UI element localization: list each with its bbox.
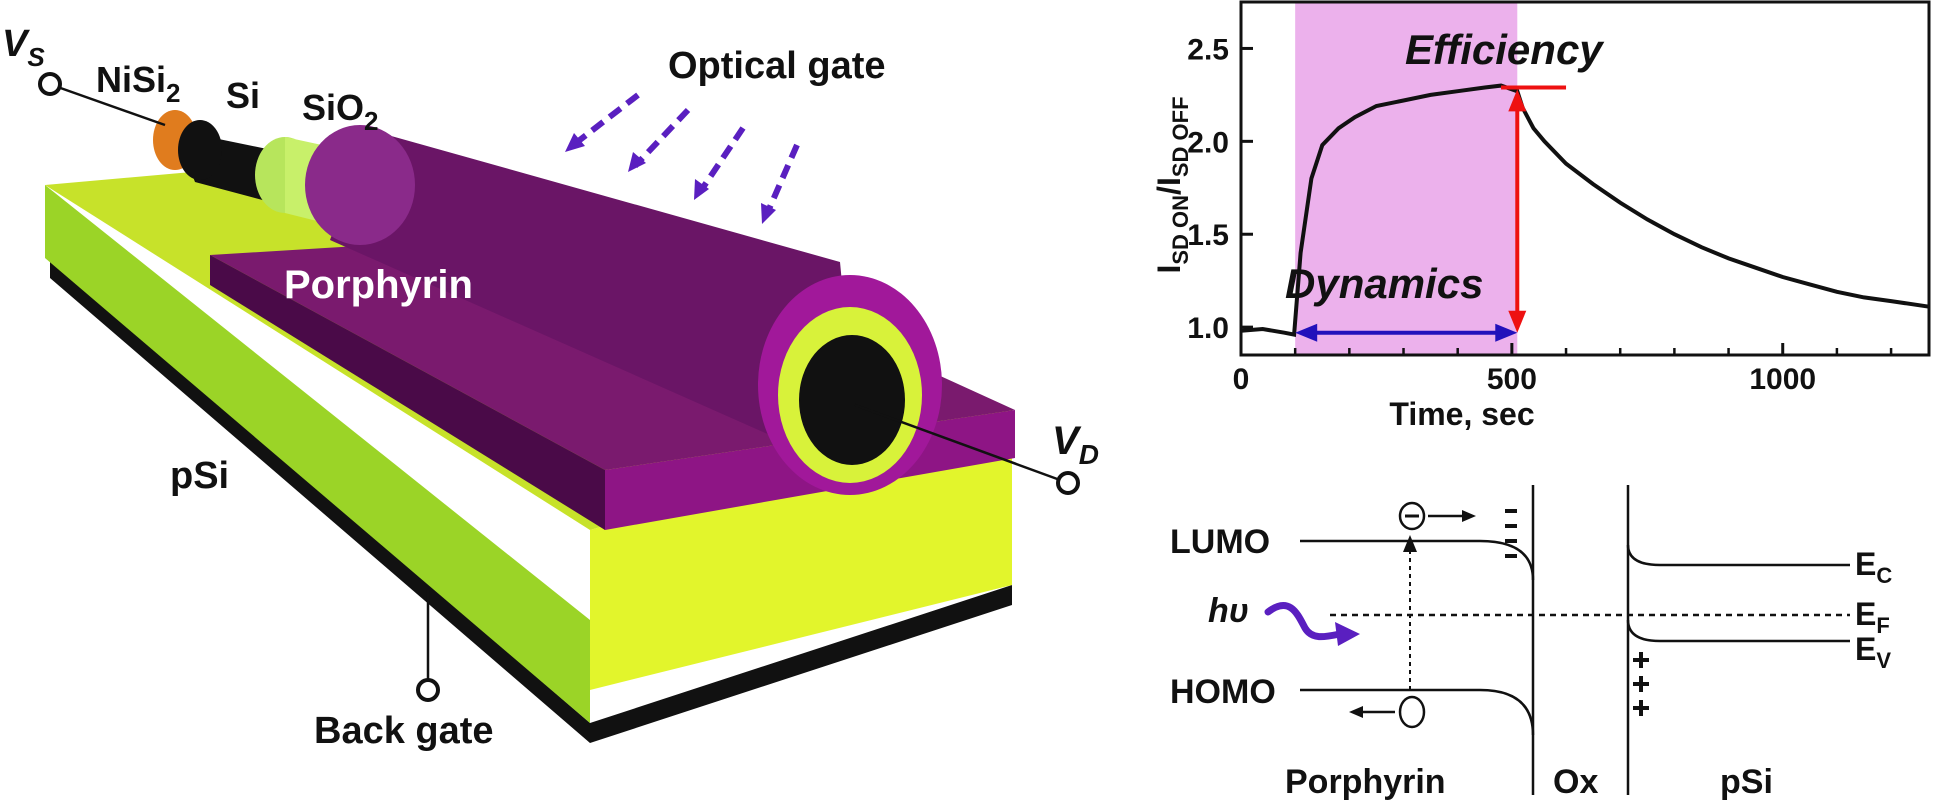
band-ox-label: Ox xyxy=(1553,763,1598,801)
dynamics-arrowhead-right xyxy=(1495,323,1518,342)
band-porphyrin-label: Porphyrin xyxy=(1285,763,1446,801)
y-tick-label: 2.5 xyxy=(1187,33,1229,66)
y-tick-label: 1.0 xyxy=(1187,312,1229,345)
band-psi-label: pSi xyxy=(1720,763,1773,801)
hole-arrowhead xyxy=(1349,706,1363,718)
vs-label: VS xyxy=(2,23,45,72)
si-label: Si xyxy=(226,75,260,116)
vd-wire xyxy=(854,403,1061,482)
x-tick-label: 1000 xyxy=(1749,363,1816,396)
hole-symbol xyxy=(1398,695,1426,729)
y-tick-label: 1.5 xyxy=(1187,219,1229,252)
optical-gate-arrows xyxy=(570,92,800,218)
photon-arrowhead xyxy=(1335,622,1360,646)
illumination-window xyxy=(1295,2,1518,355)
positive-charges xyxy=(1633,652,1649,716)
porphyrin-slab-left xyxy=(210,255,605,530)
x-tick-label: 500 xyxy=(1487,363,1537,396)
optical-gate-arrowheads xyxy=(565,133,776,224)
homo-label: HOMO xyxy=(1170,673,1276,711)
dynamics-arrowhead-left xyxy=(1295,323,1318,342)
lumo-band xyxy=(1300,539,1535,581)
negative-charges xyxy=(1505,509,1517,558)
light-arrowhead-4 xyxy=(761,203,776,224)
substrate-front xyxy=(590,410,1012,690)
light-arrow-3 xyxy=(697,126,746,194)
psi-label: pSi xyxy=(170,455,229,497)
dynamics-label: Dynamics xyxy=(1285,260,1483,307)
electron-arrowhead xyxy=(1462,510,1476,522)
porphyrin-cylinder-back xyxy=(305,125,415,245)
y-ticks: 1.0 1.5 2.0 2.5 xyxy=(1187,33,1253,345)
optical-gate-label: Optical gate xyxy=(668,45,886,87)
sio2-label: SiO2 xyxy=(302,87,378,136)
device-schematic: VS NiSi2 Si SiO2 Optical gate Porphyrin … xyxy=(2,23,1099,752)
plot-frame xyxy=(1239,0,1931,357)
back-gate-terminal xyxy=(416,678,440,702)
x-ticks: 0 500 1000 xyxy=(1233,343,1893,396)
ef-label: EF xyxy=(1855,596,1890,638)
porphyrin-label: Porphyrin xyxy=(284,263,473,307)
light-arrowhead-2 xyxy=(628,152,646,172)
substrate-side xyxy=(45,185,590,723)
efficiency-label: Efficiency xyxy=(1405,26,1605,73)
light-arrowhead-1 xyxy=(565,133,585,152)
band-diagram: LUMO HOMO hυ EC EF EV Porphyrin Ox pSi xyxy=(1170,485,1892,801)
conduction-band xyxy=(1626,544,1850,567)
y-axis-label: ISD ON/ISD OFF xyxy=(1151,96,1193,273)
y-tick-label: 2.0 xyxy=(1187,126,1229,159)
vs-wire xyxy=(51,83,166,127)
photon-wave xyxy=(1264,602,1344,641)
ec-label: EC xyxy=(1855,546,1892,588)
light-arrowhead-3 xyxy=(694,179,709,200)
valence-band xyxy=(1626,619,1850,643)
photoresponse-chart: 0 500 1000 1.0 1.5 2.0 2.5 Efficiency Dynamic… xyxy=(1151,0,1931,432)
si-end xyxy=(178,120,222,180)
x-axis-label: Time, sec xyxy=(1389,396,1534,432)
porphyrin-cylinder-body xyxy=(330,130,860,475)
back-gate-label: Back gate xyxy=(314,710,494,752)
light-arrow-4 xyxy=(763,143,800,218)
light-arrow-1 xyxy=(570,92,640,149)
nisi2-label: NiSi2 xyxy=(96,59,180,108)
lumo-label: LUMO xyxy=(1170,523,1270,561)
vd-terminal xyxy=(1056,471,1080,495)
vs-terminal xyxy=(38,72,62,96)
vd-label: VD xyxy=(1052,419,1099,470)
hv-label: hυ xyxy=(1208,592,1249,630)
excitation-arrowhead xyxy=(1403,535,1417,552)
efficiency-arrowhead-top xyxy=(1508,89,1527,112)
efficiency-arrowhead-bottom xyxy=(1508,310,1527,333)
ev-label: EV xyxy=(1855,631,1891,673)
si-core-end xyxy=(799,335,905,465)
x-tick-label: 0 xyxy=(1233,363,1250,396)
light-arrow-2 xyxy=(632,107,691,169)
